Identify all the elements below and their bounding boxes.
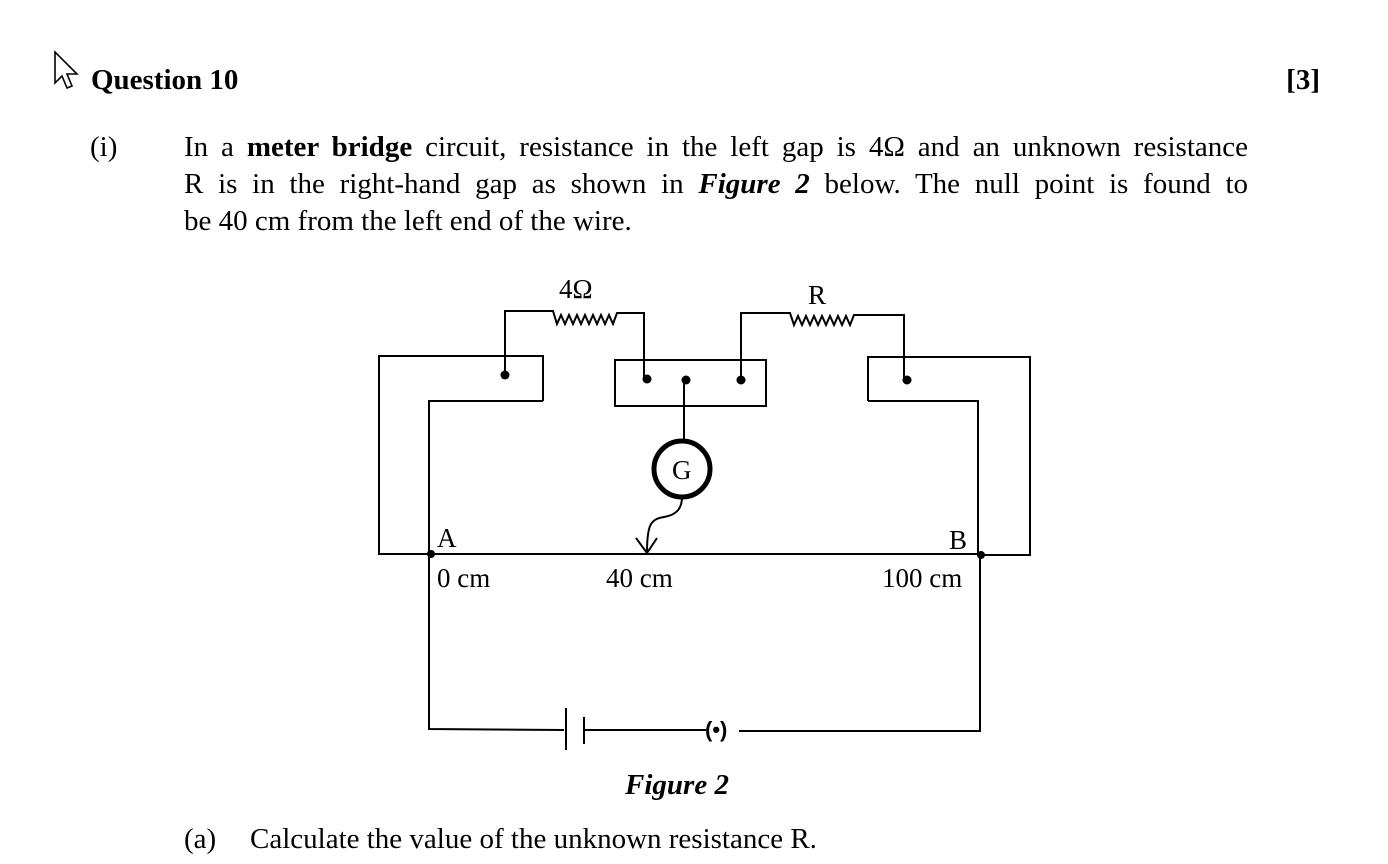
scale-label-40-cm: 40 cm (606, 563, 673, 593)
middle-terminal-strip (614, 359, 767, 407)
galvanometer-label: G (672, 455, 692, 485)
terminal-dot-a (427, 550, 435, 558)
figure-caption: Figure 2 (625, 769, 729, 801)
left-gap-outer-wire (378, 355, 544, 555)
terminal-dot-b (977, 551, 985, 559)
terminal-dot-left-gap (500, 370, 510, 380)
terminal-dot-mid-right (736, 375, 746, 385)
term-meter-bridge: meter bridge (246, 131, 413, 163)
label-r: R (808, 280, 826, 310)
part-a-label: (a) (184, 823, 217, 855)
mouse-pointer-icon (54, 50, 79, 90)
question-marks: [3] (1286, 64, 1320, 96)
scale-label-0-cm: 0 cm (437, 563, 490, 593)
scale-label-100-cm: 100 cm (882, 563, 962, 593)
question-title: Question 10 (91, 64, 239, 96)
part-i-label: (i) (90, 131, 118, 163)
label-a: A (437, 523, 457, 553)
right-gap-outer-wire (867, 356, 1031, 556)
terminal-dot-mid-left (642, 374, 652, 384)
right-gap-inner-wire (868, 400, 979, 555)
jockey-lead (646, 496, 683, 554)
paragraph-line-2: R is in the right-hand gap as shown in F… (184, 168, 1248, 200)
galvanometer-circle (651, 438, 713, 500)
part-i-paragraph: In a meter bridge circuit, resistance in… (184, 129, 1248, 240)
resistor-4-ohm (504, 310, 645, 379)
terminal-dot-galvanometer (681, 375, 691, 385)
paragraph-line-1: In a meter bridge circuit, resistance in… (184, 131, 1248, 163)
key-symbol: (•) (705, 717, 727, 742)
figure-reference: Figure 2 (698, 168, 810, 200)
resistor-r (740, 312, 905, 380)
key-right-wire (739, 555, 981, 732)
label-4-ohm: 4Ω (559, 274, 593, 304)
label-b: B (949, 525, 967, 555)
jockey-tip (635, 537, 658, 555)
left-gap-inner-wire (428, 400, 543, 554)
terminal-dot-right-gap (902, 375, 912, 385)
part-a-question: Calculate the value of the unknown resis… (250, 823, 817, 855)
battery-left-wire (428, 554, 565, 731)
paragraph-line-3: be 40 cm from the left end of the wire. (184, 205, 632, 237)
